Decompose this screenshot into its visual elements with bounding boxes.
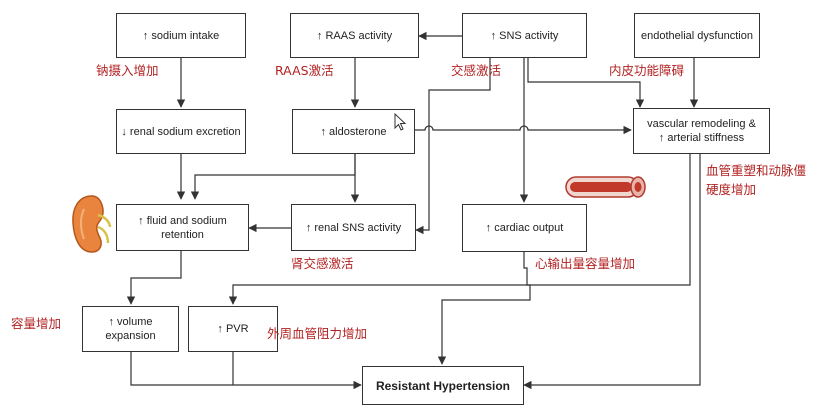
note-cardiac-output: 心输出量容量增加: [535, 256, 636, 271]
arrow-cardiac-to-hypertension: [437, 252, 531, 365]
box-resistant-hypertension: Resistant Hypertension: [362, 366, 524, 405]
note-vascular-line2: 硬度增加: [706, 182, 757, 197]
arrow-vascular-to-hypertension: [523, 154, 701, 390]
kidney-icon: [72, 195, 112, 253]
box-renal-sns-activity: ↑ renal SNS activity: [291, 204, 416, 251]
note-sodium-intake: 钠摄入增加: [96, 63, 159, 78]
note-sns: 交感激活: [451, 63, 502, 78]
note-pvr: 外周血管阻力增加: [267, 326, 368, 341]
note-renal-sns: 肾交感激活: [291, 256, 354, 271]
note-raas: RAAS激活: [275, 63, 334, 78]
arrow-aldosterone-to-vascular: [415, 125, 632, 135]
arrow-retention-to-volume: [126, 251, 182, 305]
box-renal-sodium-excretion: ↓ renal sodium excretion: [116, 109, 246, 154]
box-volume-expansion: ↑ volume expansion: [82, 306, 179, 352]
box-sns-activity: ↑ SNS activity: [462, 13, 587, 58]
box-sodium-intake: ↑ sodium intake: [116, 13, 246, 58]
arrow-aldosterone-to-retention: [190, 154, 356, 200]
note-vascular-line1: 血管重塑和动脉僵: [706, 163, 807, 178]
note-endothelial: 内皮功能障碍: [609, 63, 685, 78]
arrow-sns-to-vascular: [527, 58, 645, 108]
box-endothelial-dysfunction: endothelial dysfunction: [634, 13, 760, 58]
blood-vessel-icon: [565, 176, 646, 198]
box-raas-activity: ↑ RAAS activity: [290, 13, 419, 58]
box-fluid-sodium-retention: ↑ fluid and sodium retention: [116, 204, 249, 251]
arrow-vascular-to-pvr: [228, 154, 691, 305]
arrow-volume-to-hypertension: [130, 352, 362, 390]
mouse-cursor-icon: [394, 113, 406, 131]
box-cardiac-output: ↑ cardiac output: [462, 204, 587, 252]
box-pvr: ↑ PVR: [188, 306, 278, 352]
note-volume: 容量增加: [11, 316, 62, 331]
box-vascular-remodeling: vascular remodeling & ↑ arterial stiffne…: [633, 108, 770, 154]
arrow-sns-to-renal-sns: [415, 58, 491, 235]
